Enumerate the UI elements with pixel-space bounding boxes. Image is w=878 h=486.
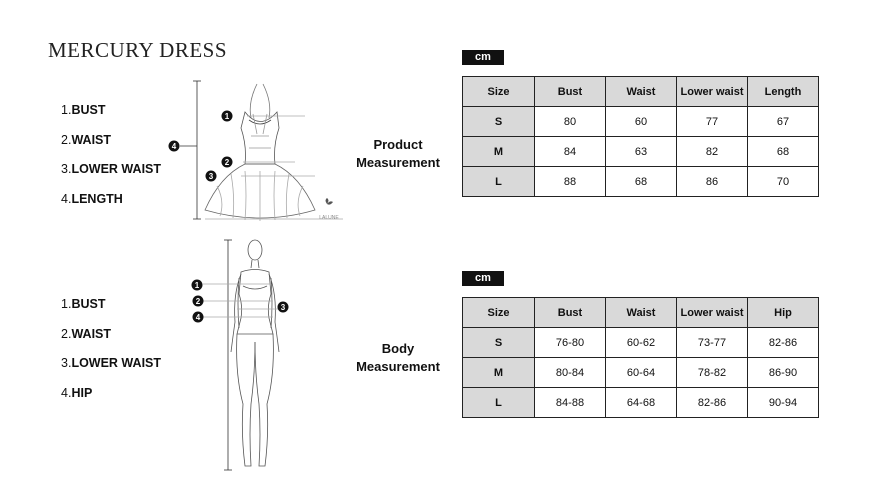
body-measurement-label: Body Measurement: [356, 341, 440, 374]
marker-label: 2: [196, 297, 201, 306]
table-row: L 88 68 86 70: [462, 166, 819, 197]
table-row: S 80 60 77 67: [462, 106, 819, 137]
table-row: L 84-88 64-68 82-86 90-94: [462, 387, 819, 418]
table-header-row: Size Bust Waist Lower waist Length: [462, 76, 819, 107]
marker-label: 3: [281, 303, 286, 312]
list-item: 3.LOWER WAIST: [61, 356, 162, 370]
table-row: M 80-84 60-64 78-82 86-90: [462, 357, 819, 388]
product-measure-list: 1.BUST 2.WAIST 3.LOWER WAIST 4.LENGTH: [61, 104, 161, 222]
svg-text:LALUNE: LALUNE: [319, 215, 339, 221]
marker-label: 2: [225, 158, 230, 167]
table-row: S 76-80 60-62 73-77 82-86: [462, 327, 819, 358]
table-row: M 84 63 82 68: [462, 136, 819, 167]
body-size-table: Size Bust Waist Lower waist Hip S 76-80 …: [462, 297, 819, 418]
list-item: 2.WAIST: [61, 132, 112, 147]
list-item: 4.LENGTH: [61, 191, 123, 206]
list-item: 1.BUST: [61, 297, 106, 311]
list-item: 4.HIP: [61, 385, 93, 400]
marker-label: 1: [225, 112, 230, 121]
marker-label: 3: [209, 172, 214, 181]
unit-badge: cm: [462, 271, 504, 286]
body-measure-list: 1.BUST 2.WAIST 3.LOWER WAIST 4.HIP: [61, 298, 161, 416]
body-figure-sketch: 1 2 3 4: [191, 239, 289, 471]
marker-label: 1: [195, 281, 200, 290]
dress-sketch: 1 2 3 4 LALUNE: [168, 80, 343, 221]
marker-label: 4: [172, 142, 177, 151]
product-measurement-label: Product Measurement: [356, 137, 440, 170]
product-size-table: Size Bust Waist Lower waist Length S 80 …: [462, 76, 819, 197]
list-item: 3.LOWER WAIST: [61, 162, 162, 176]
marker-label: 4: [196, 313, 201, 322]
list-item: 2.WAIST: [61, 326, 112, 341]
list-item: 1.BUST: [61, 103, 106, 117]
brand-logo: LALUNE: [319, 198, 339, 221]
unit-badge: cm: [462, 50, 504, 65]
table-header-row: Size Bust Waist Lower waist Hip: [462, 297, 819, 328]
page-title: MERCURY DRESS: [48, 38, 228, 62]
